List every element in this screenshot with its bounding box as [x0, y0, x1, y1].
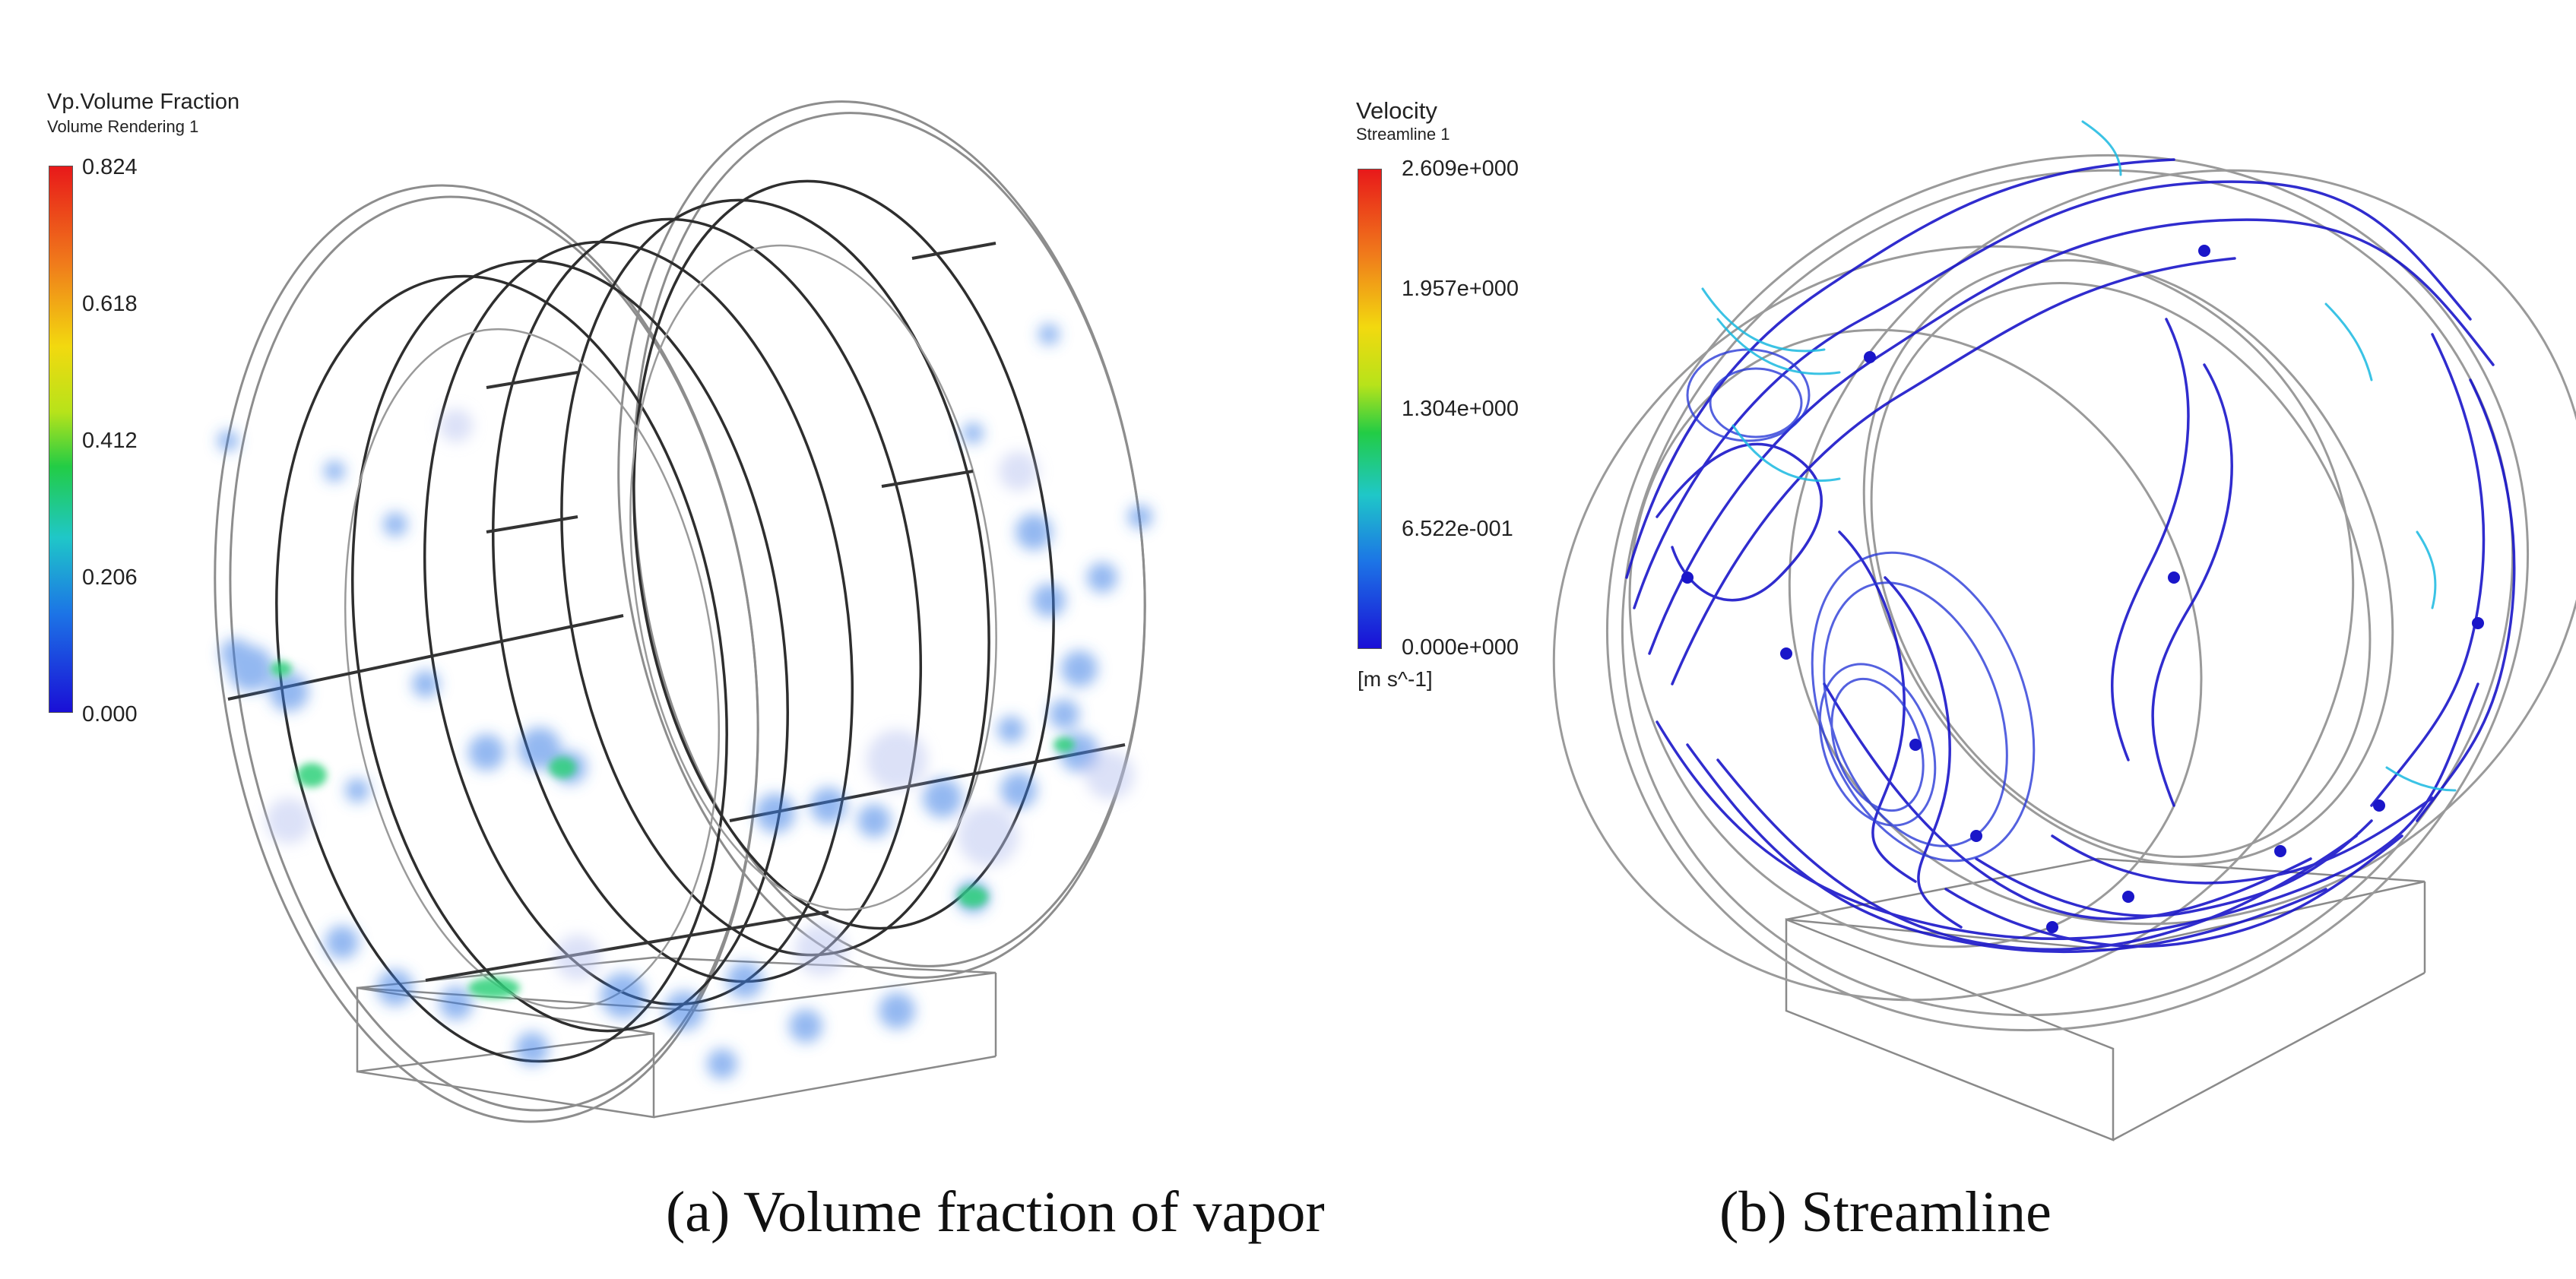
vapor-tick-0: 0.824: [82, 155, 138, 179]
left-base-box: [356, 956, 997, 1119]
vapor-tick-3: 0.206: [82, 565, 138, 590]
vapor-colorbar: [49, 166, 73, 713]
velocity-streamlines: [1625, 120, 2516, 954]
cylinder-wireframe-streamlines-icon: [1552, 154, 2576, 1141]
velocity-tick-1: 1.957e+000: [1402, 277, 1519, 301]
left-struts: [227, 242, 1126, 982]
velocity-tick-2: 1.304e+000: [1402, 397, 1519, 421]
streamline-caption: (b) Streamline: [1719, 1180, 2052, 1244]
vapor-tick-2: 0.412: [82, 429, 138, 453]
vapor-caption: (a) Volume fraction of vapor: [666, 1180, 1325, 1244]
velocity-colorbar: [1358, 169, 1382, 649]
velocity-unit-label: [m s^-1]: [1358, 667, 1433, 691]
vapor-fraction-blobs: [217, 324, 1152, 1079]
left-outer-rings: [214, 100, 1146, 1123]
vapor-legend-title: Vp.Volume Fraction: [47, 90, 240, 114]
velocity-legend-subtitle: Streamline 1: [1356, 125, 1450, 144]
vapor-tick-4: 0.000: [82, 702, 138, 727]
vapor-legend-subtitle: Volume Rendering 1: [47, 117, 199, 136]
velocity-legend-title: Velocity: [1356, 97, 1437, 124]
right-rings: [1552, 154, 2576, 1032]
vapor-fraction-hotspots: [271, 661, 1075, 999]
streamline-arrows: [1681, 245, 2484, 933]
velocity-tick-3: 6.522e-001: [1402, 517, 1513, 541]
velocity-tick-0: 2.609e+000: [1402, 157, 1519, 181]
vapor-tick-1: 0.618: [82, 292, 138, 316]
left-inner-faint-rings: [344, 244, 997, 1010]
velocity-tick-4: 0.000e+000: [1402, 635, 1519, 660]
